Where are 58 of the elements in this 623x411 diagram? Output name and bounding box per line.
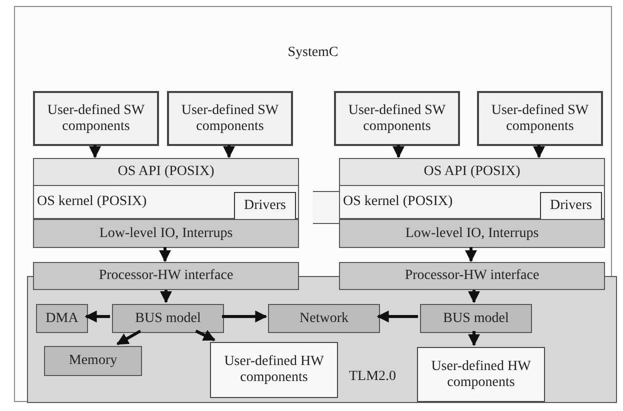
component-box (420, 304, 532, 333)
box-label: User-defined SW components (490, 102, 590, 134)
arrow (223, 145, 235, 158)
arrow (84, 310, 110, 322)
box-label: User-defined SW components (347, 102, 447, 134)
box-label: Processor-HW interface (404, 268, 540, 284)
component-box (268, 304, 380, 333)
component-box (167, 91, 293, 146)
box-label: User-defined SW components (46, 102, 146, 134)
component-box (334, 91, 460, 146)
box-label: Low-level IO, Interrups (98, 226, 234, 242)
arrow (195, 330, 216, 342)
component-box (36, 304, 88, 333)
layer-bar (339, 158, 605, 186)
arrow (160, 289, 172, 304)
box-label: User-defined SW components (180, 102, 280, 134)
arrow (465, 247, 477, 262)
arrow (89, 145, 101, 158)
component-box (477, 91, 603, 146)
component-box (210, 342, 338, 398)
component-box (44, 346, 142, 376)
component-box (234, 192, 296, 220)
component-box (33, 91, 159, 146)
box-label: OS kernel (POSIX) (36, 194, 148, 210)
box-label: Network (298, 310, 350, 326)
box-label: DMA (44, 310, 80, 326)
box-label: User-defined HW components (430, 358, 532, 390)
box-label: Memory (68, 353, 118, 369)
component-box (112, 304, 224, 333)
arrow (533, 145, 545, 158)
layer-bar (33, 262, 299, 290)
box-label: User-defined HW components (223, 354, 325, 386)
arrow (392, 145, 404, 158)
region-label: TLM2.0 (348, 369, 398, 385)
component-box (417, 347, 545, 402)
layer-bar (33, 158, 299, 186)
layer-bar (339, 219, 605, 248)
box-label: Low-level IO, Interrups (404, 226, 540, 242)
box-label: Drivers (243, 198, 287, 214)
frame-title: SystemC (286, 45, 340, 61)
arrow (116, 330, 142, 346)
arrow (468, 289, 480, 304)
arrow (468, 331, 480, 346)
layer-bar (339, 262, 605, 290)
box-label: OS kernel (POSIX) (342, 194, 454, 210)
box-label: Drivers (549, 198, 593, 214)
layer-bar (33, 185, 299, 219)
box-label: OS API (POSIX) (422, 164, 522, 180)
box-label: BUS model (442, 310, 510, 326)
box-label: Processor-HW interface (98, 268, 234, 284)
arrow (159, 247, 171, 262)
layer-bar (339, 185, 605, 219)
arrow (376, 310, 418, 322)
component-box (540, 192, 602, 220)
box-label: OS API (POSIX) (116, 164, 216, 180)
arrow (222, 310, 268, 322)
layer-bar (33, 219, 299, 248)
box-label: BUS model (134, 310, 202, 326)
